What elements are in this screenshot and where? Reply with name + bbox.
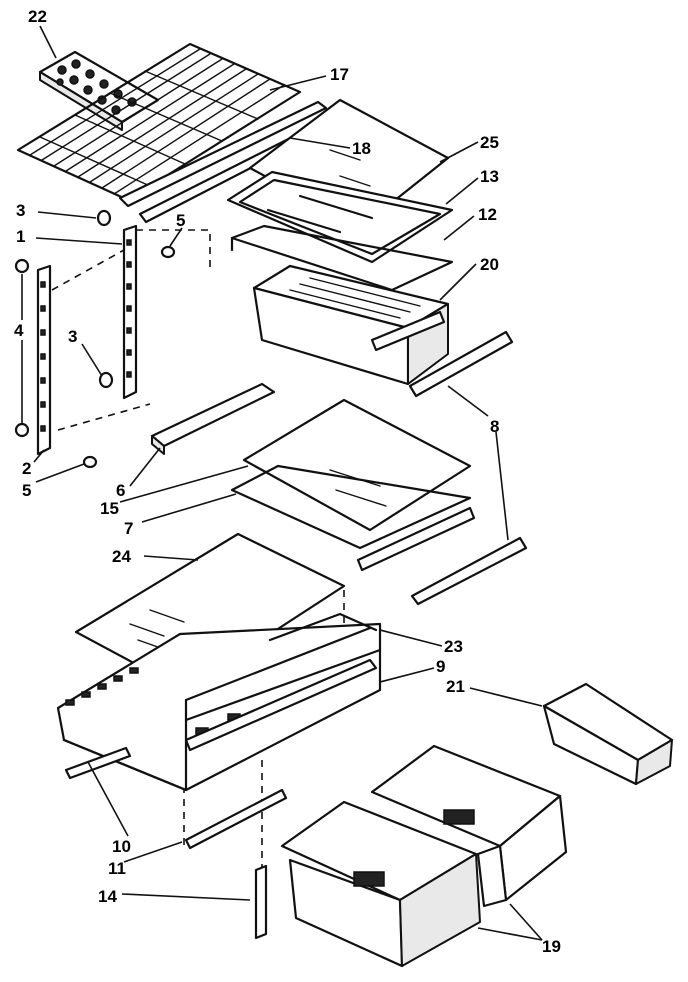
clip-lower (82, 455, 98, 469)
callout-8: 8 (490, 417, 499, 436)
callout-12: 12 (478, 205, 497, 224)
callout-11: 11 (108, 859, 126, 878)
callout-labels: 22 17 18 25 13 12 20 3 1 5 4 3 2 5 8 6 1… (14, 7, 561, 956)
callout-24: 24 (112, 547, 131, 566)
wire-shelf (16, 42, 302, 202)
callout-13: 13 (480, 167, 499, 186)
crisper-slide-rail (184, 788, 288, 850)
callout-14: 14 (98, 887, 117, 906)
crisper-drawer-front (280, 800, 481, 968)
glass-shelf (242, 398, 472, 532)
callout-5-lower: 5 (22, 481, 31, 500)
pan-side-rail-lower (410, 536, 528, 606)
callout-18: 18 (352, 139, 371, 158)
callout-23: 23 (444, 637, 463, 656)
callout-19: 19 (542, 937, 561, 956)
callout-17: 17 (330, 65, 349, 84)
callout-5-upper: 5 (176, 211, 185, 230)
meat-pan (252, 264, 450, 386)
callout-15: 15 (100, 499, 119, 518)
crisper-front-trim (184, 658, 378, 752)
egg-tray (38, 50, 160, 131)
callout-21: 21 (446, 677, 465, 696)
callout-25: 25 (480, 133, 499, 152)
callout-20: 20 (480, 255, 499, 274)
callout-9: 9 (436, 657, 445, 676)
dairy-bin (542, 682, 674, 786)
callout-2: 2 (22, 459, 31, 478)
vertical-rail-right (122, 224, 138, 400)
cover-frame (226, 170, 454, 264)
rail-cap-middle (98, 371, 114, 389)
callout-10: 10 (112, 837, 131, 856)
crisper-cover-frame (56, 612, 382, 792)
crisper-drawer-back (370, 744, 568, 908)
rail-cap-top (96, 209, 112, 227)
support-frame (230, 224, 454, 292)
callout-3-upper: 3 (16, 201, 25, 220)
vertical-rail-left (36, 264, 52, 456)
shelf-front-trim (150, 382, 276, 455)
callout-1: 1 (16, 227, 25, 246)
left-rail-caps (14, 258, 30, 438)
callout-4: 4 (14, 321, 24, 340)
callout-6: 6 (116, 481, 125, 500)
glass-shelf-frame (230, 464, 476, 572)
callout-3-lower: 3 (68, 327, 77, 346)
callout-22: 22 (28, 7, 47, 26)
cover-support-bar (64, 746, 132, 780)
pan-side-rail-upper (408, 330, 514, 398)
center-divider-post (254, 864, 268, 940)
clip-upper (160, 245, 176, 259)
callout-7: 7 (124, 519, 133, 538)
leader-lines (21, 25, 543, 941)
